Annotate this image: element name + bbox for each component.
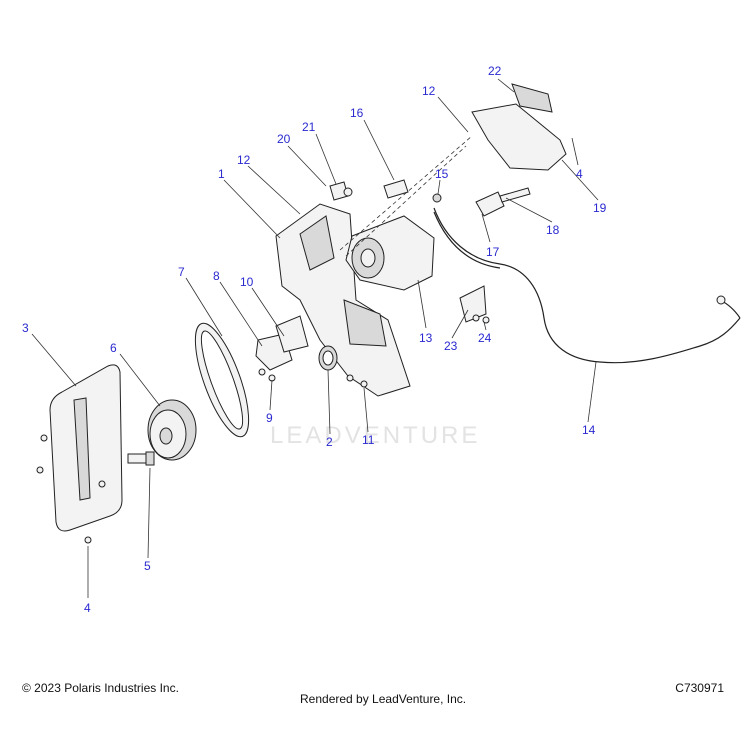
callout-14: 14 xyxy=(582,423,596,437)
callout-24: 24 xyxy=(478,331,492,345)
callout-15: 15 xyxy=(435,167,449,181)
diagram-code: C730971 xyxy=(675,681,724,695)
callout-4-bottom: 4 xyxy=(84,601,91,615)
timing-cover-part xyxy=(275,203,411,397)
callout-22: 22 xyxy=(488,64,502,78)
callout-19: 19 xyxy=(593,201,607,215)
callout-12-top: 12 xyxy=(422,84,436,98)
bolt-part xyxy=(127,451,155,466)
clip-part xyxy=(459,285,490,324)
callout-1: 1 xyxy=(218,167,225,181)
callout-8: 8 xyxy=(213,269,220,283)
bolt-part-11 xyxy=(346,374,368,388)
callout-21: 21 xyxy=(302,120,316,134)
callout-6: 6 xyxy=(110,341,117,355)
wire-harness-part xyxy=(433,207,741,364)
callout-16: 16 xyxy=(350,106,364,120)
watermark: LEADVENTURE xyxy=(270,422,480,449)
reference-lines xyxy=(339,135,473,257)
callout-2: 2 xyxy=(326,435,333,449)
belt-part xyxy=(194,322,250,438)
copyright-text: © 2023 Polaris Industries Inc. xyxy=(22,681,179,695)
callout-7: 7 xyxy=(178,265,185,279)
callout-4-right: 4 xyxy=(576,167,583,181)
callout-10: 10 xyxy=(240,275,254,289)
callout-20: 20 xyxy=(277,132,291,146)
callout-13: 13 xyxy=(419,331,433,345)
callout-11: 11 xyxy=(362,433,375,447)
callout-18: 18 xyxy=(546,223,560,237)
heat-shield-part xyxy=(471,83,567,171)
rendered-by-text: Rendered by LeadVenture, Inc. xyxy=(300,692,467,706)
leader-lines xyxy=(31,78,599,598)
callout-5: 5 xyxy=(144,559,151,573)
bracket-part-20 xyxy=(329,181,353,201)
pulley-part xyxy=(147,399,197,461)
callout-12-left: 12 xyxy=(237,153,251,167)
callout-3: 3 xyxy=(22,321,29,335)
gasket-part xyxy=(275,315,309,353)
nut-part xyxy=(432,193,442,203)
belt-cover-part xyxy=(36,364,123,544)
callout-9: 9 xyxy=(266,411,273,425)
alternator-part xyxy=(345,215,435,291)
bracket-part-17-18 xyxy=(475,187,531,217)
seal-part xyxy=(318,345,338,371)
callout-labels: 22 12 16 21 20 12 1 15 4 19 18 17 7 8 10… xyxy=(22,64,607,615)
bracket-part-16 xyxy=(383,179,409,199)
callout-23: 23 xyxy=(444,339,458,353)
bolt-part-9 xyxy=(258,368,276,382)
callout-17: 17 xyxy=(486,245,500,259)
